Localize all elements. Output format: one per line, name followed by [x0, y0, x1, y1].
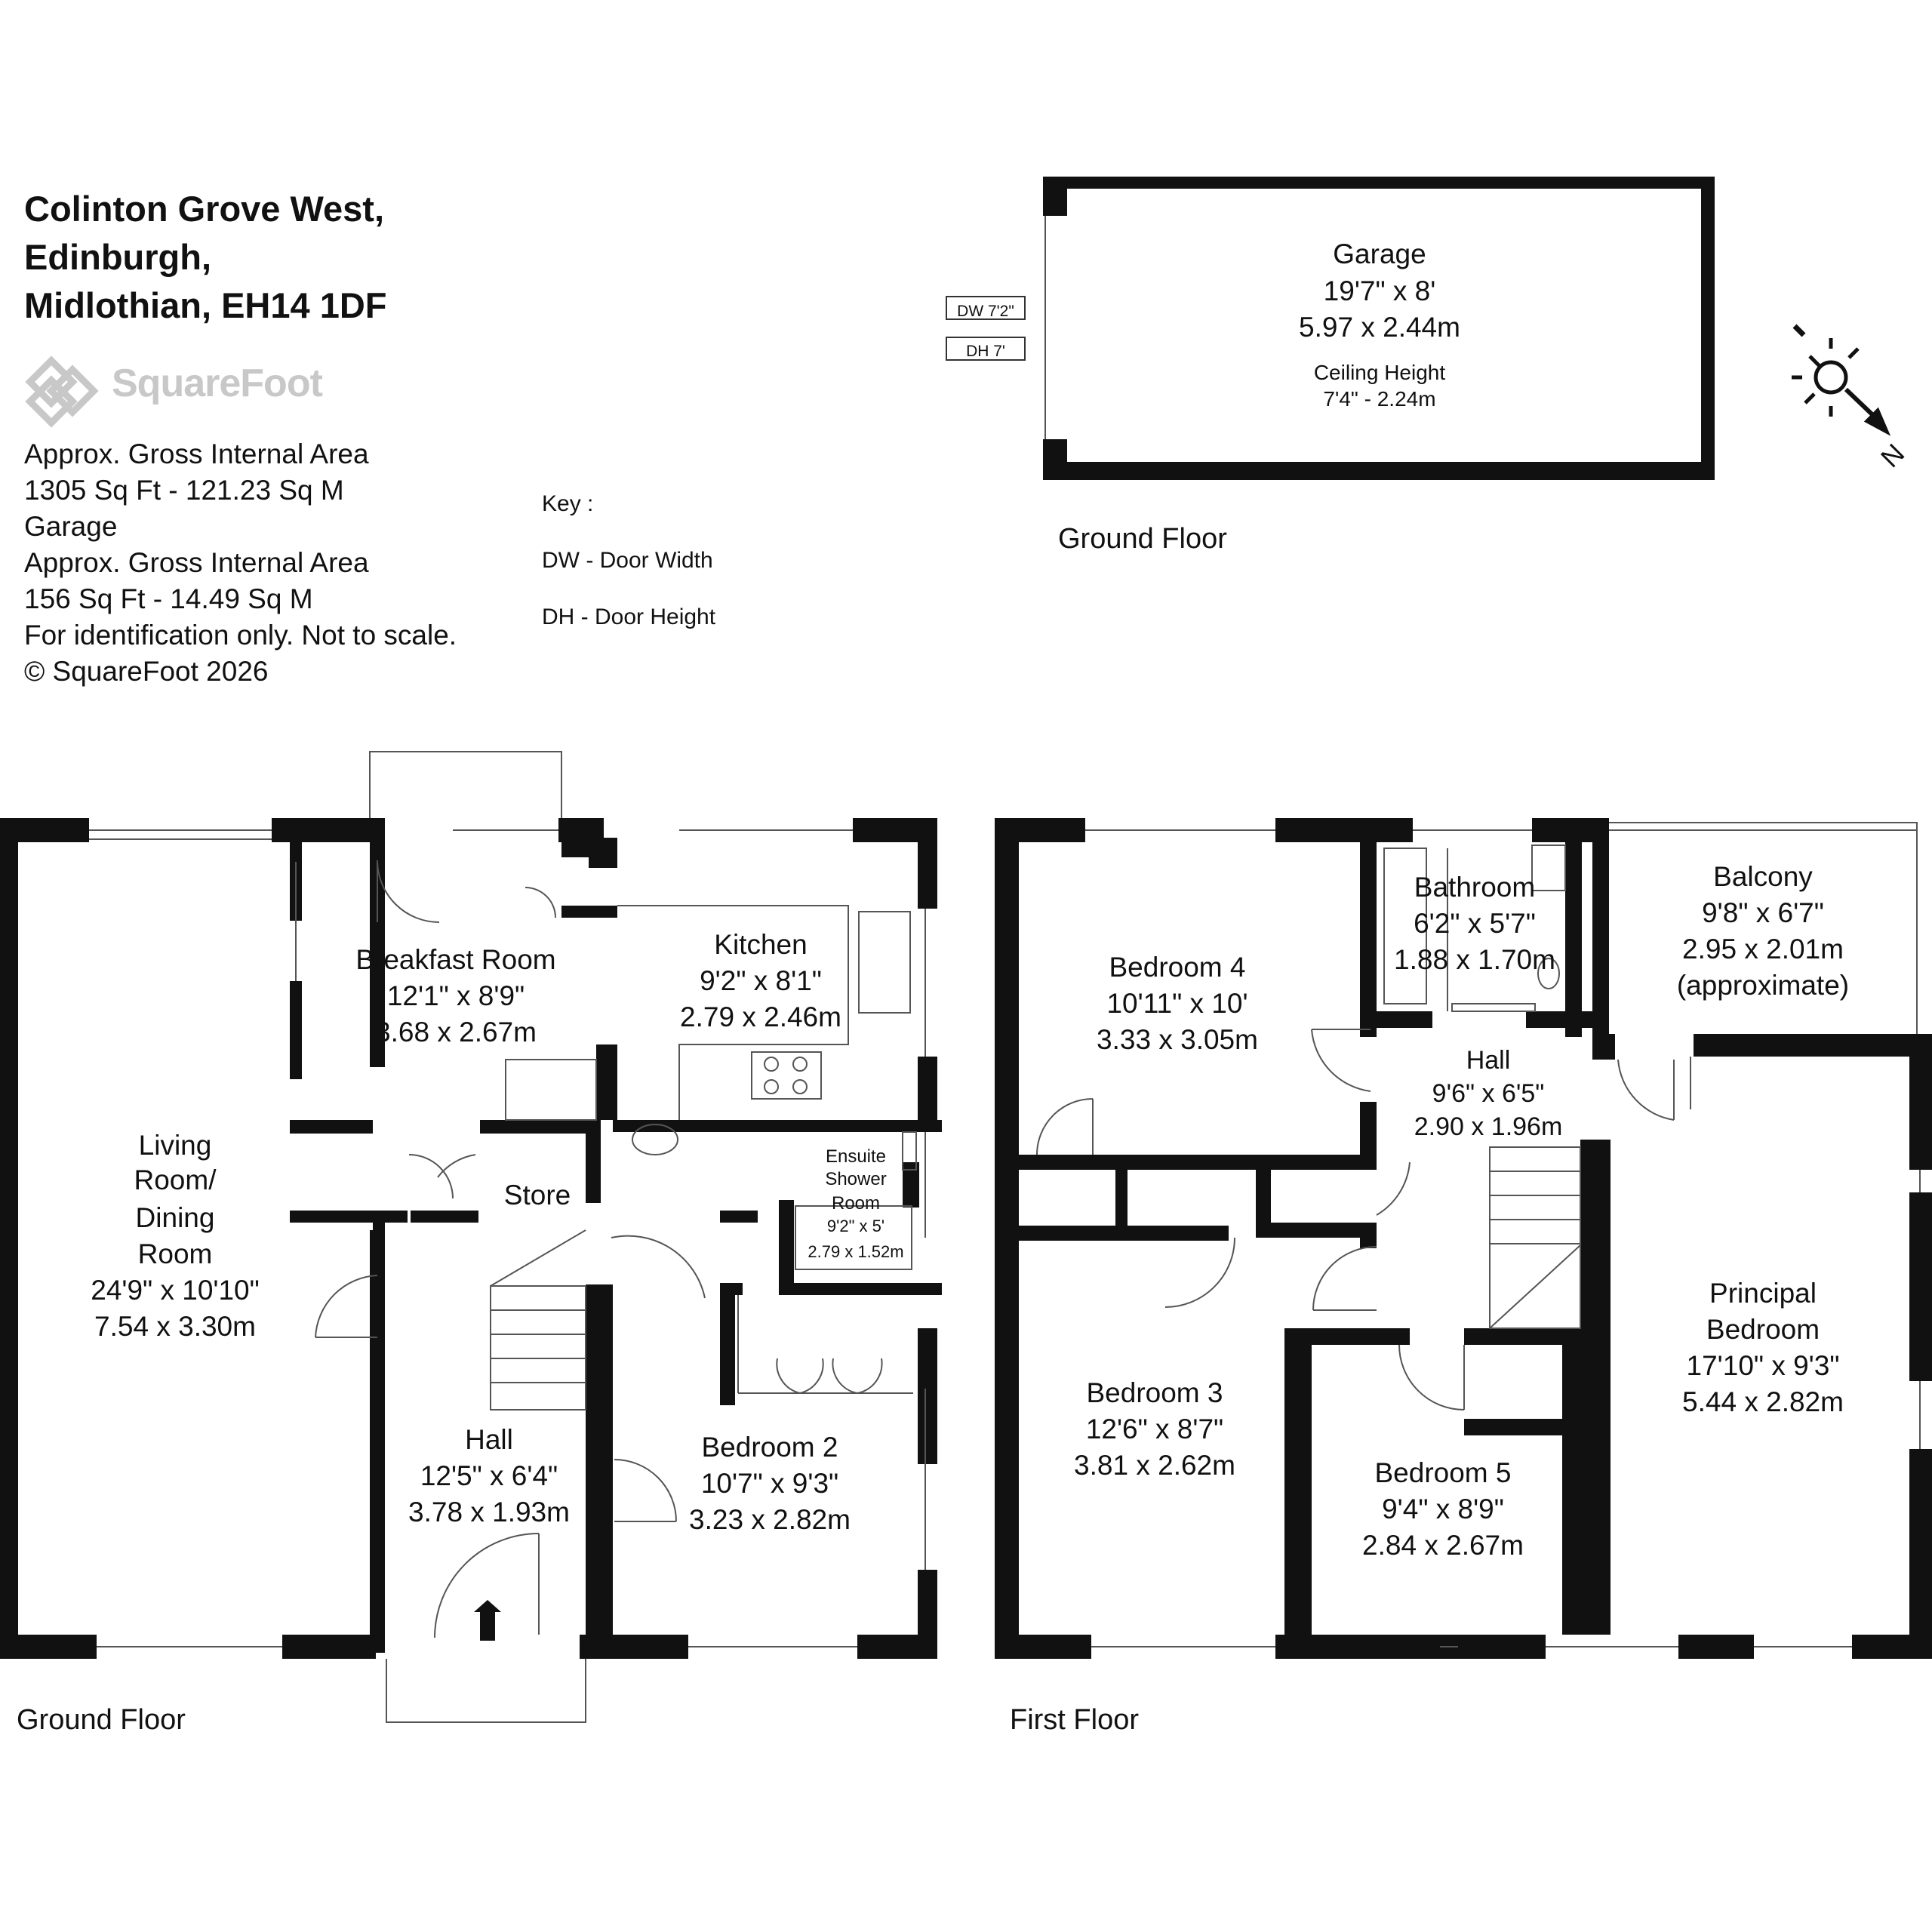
- logo-text: SquareFoot: [112, 361, 323, 405]
- garage-name: Garage: [1333, 238, 1426, 269]
- principal-bedroom-metric: 5.44 x 2.82m: [1682, 1386, 1844, 1417]
- garage-ceiling-label: Ceiling Height: [1314, 361, 1446, 384]
- garage-imperial: 19'7" x 8': [1324, 275, 1436, 306]
- living-room-metric: 7.54 x 3.30m: [94, 1311, 256, 1342]
- bedroom3-metric: 3.81 x 2.62m: [1074, 1450, 1235, 1481]
- balcony-metric: 2.95 x 2.01m: [1682, 934, 1844, 964]
- ensuite-label-3: Room: [832, 1193, 880, 1214]
- kitchen-metric: 2.79 x 2.46m: [680, 1001, 841, 1032]
- ground-floor-label: Ground Floor: [17, 1704, 186, 1736]
- ground-floor-labels: Living Room/ Dining Room 24'9" x 10'10" …: [91, 929, 903, 1535]
- living-room-label-3: Dining: [136, 1202, 215, 1233]
- bedroom3-label: Bedroom 3: [1087, 1377, 1223, 1408]
- area-line-6: For identification only. Not to scale.: [24, 620, 457, 651]
- kitchen-label: Kitchen: [714, 929, 807, 960]
- key-dh: DH - Door Height: [542, 605, 716, 629]
- north-label: N: [1875, 438, 1910, 473]
- address-line-2: Edinburgh,: [24, 237, 212, 277]
- garage-metric: 5.97 x 2.44m: [1299, 312, 1460, 343]
- area-line-3: Garage: [24, 511, 118, 542]
- principal-bedroom-label-2: Bedroom: [1706, 1314, 1820, 1345]
- garage-floor-label: Ground Floor: [1058, 523, 1227, 555]
- address-line-1: Colinton Grove West,: [24, 189, 384, 229]
- first-hall-imperial: 9'6" x 6'5": [1432, 1079, 1545, 1108]
- principal-bedroom-imperial: 17'10" x 9'3": [1687, 1350, 1840, 1381]
- area-line-1: Approx. Gross Internal Area: [24, 438, 369, 469]
- ensuite-label-2: Shower: [825, 1169, 886, 1189]
- living-room-label-4: Room: [138, 1238, 213, 1269]
- bathroom-metric: 1.88 x 1.70m: [1394, 944, 1555, 975]
- bedroom2-label: Bedroom 2: [702, 1432, 838, 1463]
- squarefoot-logo-icon: [25, 355, 99, 428]
- property-address: Colinton Grove West, Edinburgh, Midlothi…: [24, 185, 387, 330]
- first-floor-fixtures: [1036, 822, 1921, 1647]
- garage-plan: DW 7'2" DH 7' Garage 19'7" x 8' 5.97 x 2…: [946, 177, 1715, 480]
- breakfast-room-metric: 3.68 x 2.67m: [375, 1017, 537, 1048]
- area-line-2: 1305 Sq Ft - 121.23 Sq M: [24, 475, 344, 506]
- address-line-3: Midlothian, EH14 1DF: [24, 285, 387, 325]
- first-floor-plan: [995, 818, 1932, 1659]
- area-line-5: 156 Sq Ft - 14.49 Sq M: [24, 583, 313, 614]
- bedroom5-label: Bedroom 5: [1375, 1457, 1512, 1488]
- breakfast-room-imperial: 12'1" x 8'9": [387, 980, 525, 1011]
- bedroom4-metric: 3.33 x 3.05m: [1097, 1024, 1258, 1055]
- ground-hall-label: Hall: [465, 1424, 513, 1455]
- ground-floor-plan: [0, 818, 942, 1659]
- garage-door-height: DH 7': [966, 343, 1005, 360]
- ensuite-imperial: 9'2" x 5': [827, 1217, 884, 1235]
- bedroom2-metric: 3.23 x 2.82m: [689, 1504, 851, 1535]
- entrance-arrow-icon: [474, 1600, 501, 1641]
- bathroom-imperial: 6'2" x 5'7": [1414, 908, 1536, 939]
- balcony-label: Balcony: [1713, 861, 1813, 892]
- first-hall-label: Hall: [1466, 1046, 1511, 1075]
- bedroom3-imperial: 12'6" x 8'7": [1086, 1414, 1223, 1444]
- garage-door-width: DW 7'2": [957, 303, 1014, 320]
- bathroom-label: Bathroom: [1414, 872, 1535, 903]
- bedroom4-imperial: 10'11" x 10': [1106, 988, 1247, 1019]
- living-room-label-2: Room/: [134, 1164, 217, 1195]
- compass-icon: [1792, 324, 1891, 436]
- area-line-7: © SquareFoot 2026: [24, 656, 269, 687]
- balcony-imperial: 9'8" x 6'7": [1702, 897, 1824, 928]
- bedroom4-label: Bedroom 4: [1109, 952, 1246, 983]
- ground-floor-fixtures: [89, 751, 926, 1723]
- first-floor-label: First Floor: [1010, 1704, 1139, 1736]
- breakfast-room-label: Breakfast Room: [355, 944, 555, 975]
- principal-bedroom-label-1: Principal: [1709, 1278, 1817, 1309]
- area-info: Approx. Gross Internal Area 1305 Sq Ft -…: [24, 436, 457, 690]
- living-room-imperial: 24'9" x 10'10": [91, 1275, 260, 1306]
- ensuite-metric: 2.79 x 1.52m: [808, 1242, 903, 1261]
- key-title: Key :: [542, 491, 594, 516]
- area-line-4: Approx. Gross Internal Area: [24, 547, 369, 578]
- store-label: Store: [504, 1180, 571, 1211]
- key-legend: Key : DW - Door Width DH - Door Height: [542, 475, 715, 645]
- garage-ceiling-value: 7'4" - 2.24m: [1323, 387, 1435, 411]
- bedroom5-imperial: 9'4" x 8'9": [1382, 1494, 1504, 1524]
- bedroom2-imperial: 10'7" x 9'3": [701, 1468, 838, 1499]
- ensuite-label-1: Ensuite: [826, 1146, 886, 1167]
- bedroom5-metric: 2.84 x 2.67m: [1362, 1530, 1524, 1561]
- ground-hall-metric: 3.78 x 1.93m: [408, 1497, 570, 1527]
- balcony-note: (approximate): [1677, 970, 1849, 1001]
- key-dw: DW - Door Width: [542, 548, 713, 573]
- living-room-label-1: Living: [139, 1130, 212, 1161]
- first-floor-labels: Bedroom 4 10'11" x 10' 3.33 x 3.05m Bath…: [1074, 861, 1849, 1561]
- first-hall-metric: 2.90 x 1.96m: [1414, 1112, 1563, 1141]
- kitchen-imperial: 9'2" x 8'1": [700, 965, 822, 996]
- ground-hall-imperial: 12'5" x 6'4": [420, 1460, 558, 1491]
